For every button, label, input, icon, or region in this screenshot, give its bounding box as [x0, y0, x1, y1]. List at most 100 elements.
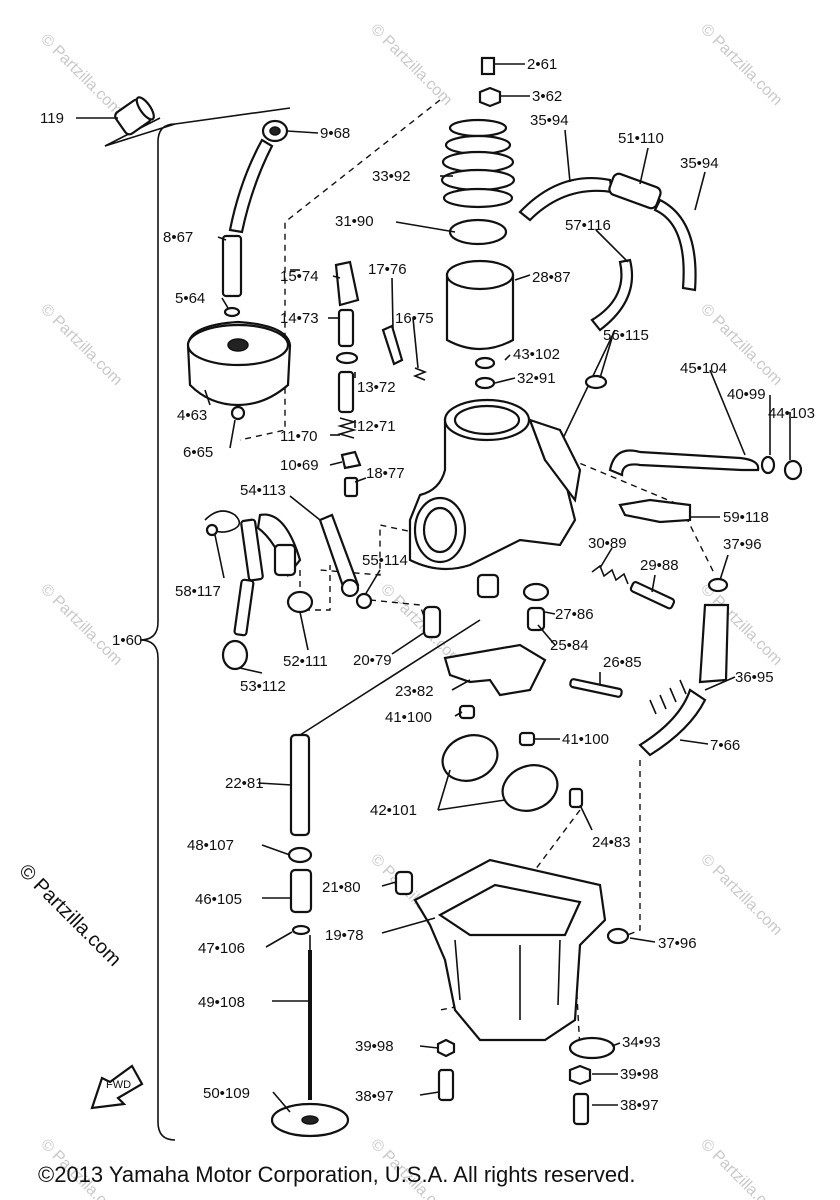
nut-part: [436, 1038, 456, 1058]
part-label: 46•105: [195, 891, 242, 908]
hose-joint-part: [608, 172, 662, 210]
float-arm-part: [443, 643, 547, 697]
sleeve-part: [114, 96, 155, 136]
cap-center-hole: [227, 338, 249, 352]
seat-part: [474, 356, 496, 370]
float-bowl-rim: [437, 883, 582, 937]
washer-part: [522, 582, 550, 602]
clip-part: [474, 376, 496, 390]
float-part: [441, 734, 499, 782]
part-label: 44•103: [768, 405, 815, 422]
assembly-bracket: [104, 107, 291, 1141]
cap-part: [286, 590, 314, 614]
part-label: 54•113: [240, 482, 286, 499]
washer-part: [287, 846, 313, 864]
part-label: 27•86: [555, 606, 594, 623]
cable-end-part: [221, 639, 249, 671]
part-label: 37•96: [723, 536, 762, 553]
screw-part: [437, 1068, 455, 1102]
part-label: 119: [40, 110, 64, 127]
part-label: 53•112: [240, 678, 286, 695]
front-arrow-label: FWD: [106, 1079, 131, 1091]
part-label: 43•102: [513, 346, 560, 363]
screw-part: [480, 56, 496, 76]
watermark: © Partzilla.com: [37, 581, 125, 669]
part-label: 35•94: [530, 112, 569, 129]
part-label: 39•98: [620, 1066, 659, 1083]
part-label: 37•96: [658, 935, 697, 952]
pilot-screw-part: [381, 324, 404, 366]
cable-adjuster-part: [273, 543, 297, 577]
part-label: 40•99: [727, 386, 766, 403]
part-label: 3•62: [532, 88, 562, 105]
clamp-part: [707, 577, 729, 593]
screw-part: [343, 476, 359, 498]
part-label: 12•71: [357, 418, 396, 435]
part-label: 25•84: [550, 637, 589, 654]
part-label: 50•109: [203, 1085, 250, 1102]
part-label: 59•118: [723, 509, 769, 526]
part-label: 41•100: [385, 709, 432, 726]
plunger-body-part: [337, 370, 355, 414]
throttle-valve-top: [445, 259, 515, 291]
parts: FWD: [90, 56, 803, 1138]
part-label: 19•78: [325, 927, 364, 944]
clamp-part: [606, 927, 630, 945]
callout-labels: 2•61 3•62 119 9•68 35•94 51•110 35•94 33…: [40, 56, 815, 1114]
hose-part: [653, 198, 697, 292]
part-label: 55•114: [362, 552, 408, 569]
part-label: 36•95: [735, 669, 774, 686]
part-label: 6•65: [183, 444, 213, 461]
part-label: 47•106: [198, 940, 245, 957]
part-label: 22•81: [225, 775, 264, 792]
leader-lines: [76, 63, 791, 1113]
pilot-jet-part: [422, 605, 442, 639]
cap-part: [518, 731, 536, 747]
lock-plate-part: [340, 450, 362, 470]
nut-part: [568, 1064, 592, 1086]
clip-part: [760, 455, 776, 475]
corrugation-lines: [649, 679, 687, 715]
o-ring-part: [291, 924, 311, 936]
float-bowl-ribs: [454, 939, 561, 1020]
plunger-part: [337, 308, 355, 348]
clip-end-part: [205, 523, 219, 537]
part-label: 15•74: [280, 268, 319, 285]
front-arrow-icon: [90, 1064, 144, 1110]
float-part: [501, 764, 559, 812]
part-label: 39•98: [355, 1038, 394, 1055]
clamp-part: [584, 374, 608, 390]
part-label: 51•110: [618, 130, 664, 147]
part-label: 2•61: [527, 56, 557, 73]
watermark: © Partzilla.com: [367, 21, 455, 109]
carburetor-bore-inner: [453, 404, 521, 436]
cable-part: [233, 578, 255, 637]
bracket-part: [568, 1036, 616, 1060]
copyright-notice: ©2013 Yamaha Motor Corporation, U.S.A. A…: [38, 1162, 636, 1187]
vent-tube-part: [228, 138, 274, 234]
part-label: 4•63: [177, 407, 207, 424]
part-label: 13•72: [357, 379, 396, 396]
retainer-plate-part: [448, 218, 508, 246]
part-label: 20•79: [353, 652, 392, 669]
part-label: 41•100: [562, 731, 609, 748]
part-label: 33•92: [372, 168, 411, 185]
idle-screw-part: [629, 581, 676, 610]
carburetor-side-boss: [528, 418, 582, 503]
part-label: 30•89: [588, 535, 627, 552]
watermark: © Partzilla.com: [697, 851, 785, 939]
part-label: 23•82: [395, 683, 434, 700]
plunger-spring-part: [337, 417, 357, 439]
needle-jet-part: [289, 733, 311, 837]
float-pin-part: [569, 678, 623, 698]
part-label: 14•73: [280, 310, 319, 327]
watermark: © Partzilla.com: [37, 301, 125, 389]
cap-part: [783, 459, 803, 481]
part-label: 28•87: [532, 269, 571, 286]
lever-pivot-part: [340, 578, 360, 598]
fitting-part: [221, 234, 243, 298]
part-label: 29•88: [640, 557, 679, 574]
overflow-hose-part: [698, 603, 730, 684]
part-label: 38•97: [355, 1088, 394, 1105]
screw-part: [572, 1092, 590, 1126]
